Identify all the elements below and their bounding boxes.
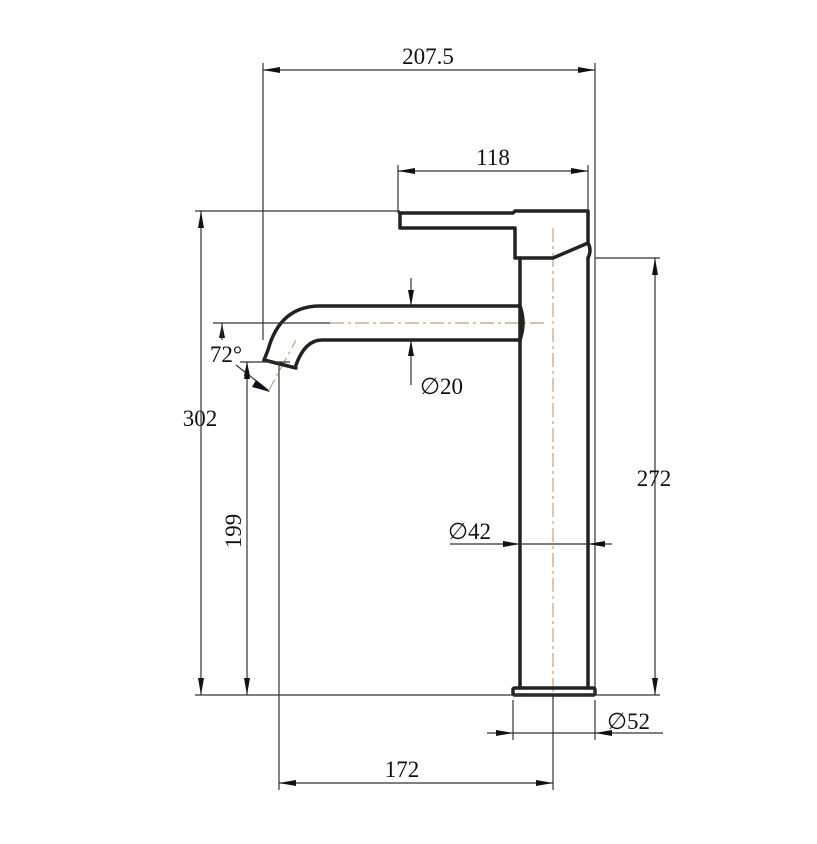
spout-reach-label: 172 <box>385 757 420 782</box>
spout-top <box>262 304 522 362</box>
body-diameter-label: ∅42 <box>448 519 491 544</box>
overall-width-label: 207.5 <box>402 44 454 69</box>
handle-length-label: 118 <box>476 145 510 170</box>
spout-angle-label: 72° <box>210 342 242 367</box>
base <box>511 686 597 697</box>
spout-diameter-label: ∅20 <box>420 374 463 399</box>
spout-tip <box>262 358 298 370</box>
dimension-labels: 207.5 118 302 199 272 172 72° ∅20 ∅42 ∅5… <box>183 44 672 782</box>
dimension-lines <box>198 67 663 786</box>
spout-bottom <box>294 338 522 367</box>
body-height-label: 272 <box>637 466 672 491</box>
spout-height-label: 199 <box>221 514 246 549</box>
spout-end <box>518 304 525 342</box>
overall-height-label: 302 <box>183 406 218 431</box>
extension-lines <box>195 63 660 790</box>
tap-outline <box>262 209 597 697</box>
base-diameter-label: ∅52 <box>607 709 650 734</box>
handle <box>398 211 522 260</box>
